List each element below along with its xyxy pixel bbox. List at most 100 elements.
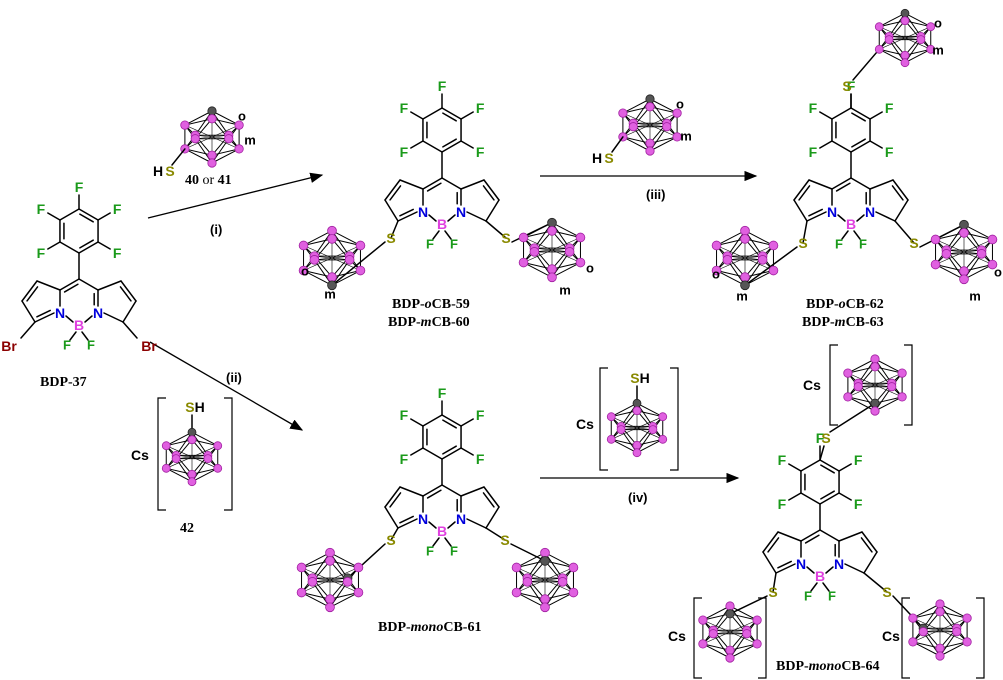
cage-vertex-label-o: o bbox=[994, 265, 1002, 280]
hydrogen-atom: H bbox=[153, 163, 163, 179]
boron-atom: B bbox=[437, 216, 447, 232]
sulfur-atom: S bbox=[386, 532, 395, 548]
sh-label: SH bbox=[630, 370, 649, 386]
bdp61-cage-left bbox=[296, 547, 364, 613]
fluorine-atom: F bbox=[835, 237, 843, 252]
fluorine-atom: F bbox=[847, 78, 856, 94]
nitrogen-atom: N bbox=[456, 511, 466, 527]
bdp62-cage-left-link: S bbox=[744, 220, 808, 287]
bdp62-para-link: S bbox=[842, 48, 881, 109]
nitrogen-atom: N bbox=[827, 204, 837, 220]
bdp64-para-link: S bbox=[819, 402, 876, 461]
compound-label-bdp59: BDP-oCB-59 bbox=[392, 297, 470, 312]
cage-vertex-label-m: m bbox=[559, 283, 571, 298]
reagent-40-41-label: 40 or 41 bbox=[185, 173, 232, 188]
reagent-iv-cage bbox=[606, 398, 668, 458]
nitrogen-atom: N bbox=[796, 556, 806, 572]
nitrogen-atom: N bbox=[55, 305, 65, 321]
fluorine-atom: F bbox=[854, 496, 863, 512]
boron-atom: B bbox=[815, 568, 825, 584]
fluorine-atom: F bbox=[450, 237, 458, 252]
fluorine-atom: F bbox=[400, 451, 409, 467]
fluorine-atom: F bbox=[400, 407, 409, 423]
fluorine-atom: F bbox=[438, 385, 447, 401]
fluorine-atom: F bbox=[778, 496, 787, 512]
cesium-label: Cs bbox=[576, 416, 594, 432]
fluorine-atom: F bbox=[450, 544, 458, 559]
fluorine-atom: F bbox=[426, 544, 434, 559]
boron-atom: B bbox=[437, 523, 447, 539]
nitrogen-atom: N bbox=[418, 204, 428, 220]
sulfur-atom: S bbox=[768, 584, 777, 600]
condition-iv: (iv) bbox=[628, 490, 648, 505]
bdp62-cage-right: om bbox=[930, 219, 1002, 304]
reagent-42-cage bbox=[161, 427, 223, 487]
bdp64-cage-right bbox=[908, 599, 972, 661]
condition-ii: (ii) bbox=[226, 370, 242, 385]
cage-vertex-label-o: o bbox=[238, 109, 246, 124]
sulfur-atom: S bbox=[386, 230, 395, 246]
cage-vertex-label-m: m bbox=[244, 133, 256, 148]
boron-atom: B bbox=[74, 317, 84, 333]
arrow-ii bbox=[149, 341, 304, 431]
cage-vertex-label-o: o bbox=[586, 261, 594, 276]
cage-vertex-label-o: o bbox=[676, 97, 684, 112]
fluorine-atom: F bbox=[885, 144, 894, 160]
bdp64-cage-left-link: S bbox=[729, 572, 778, 615]
bdp62-cage-right-link: S bbox=[894, 220, 965, 251]
reagent-42-label: 42 bbox=[180, 521, 194, 536]
bromine-atom: Br bbox=[141, 338, 157, 354]
cage-vertex-label-m: m bbox=[324, 287, 336, 302]
cesium-label: Cs bbox=[131, 447, 149, 463]
fluorine-atom: F bbox=[854, 452, 863, 468]
cage-vertex-label-o: o bbox=[712, 267, 720, 282]
compound-label-bdp61: BDP-monoCB-61 bbox=[378, 620, 481, 635]
cage-vertex-label-m: m bbox=[736, 289, 748, 304]
bromine-atom: Br bbox=[1, 338, 17, 354]
bdp59-cage-left-link: S bbox=[331, 220, 399, 287]
fluorine-atom: F bbox=[87, 338, 95, 353]
sh-label: SH bbox=[185, 399, 204, 415]
nitrogen-atom: N bbox=[834, 556, 844, 572]
boron-atom: B bbox=[846, 216, 856, 232]
nitrogen-atom: N bbox=[93, 305, 103, 321]
nitrogen-atom: N bbox=[865, 204, 875, 220]
cesium-label: Cs bbox=[882, 628, 900, 644]
compound-label-bdp62: BDP-oCB-62 bbox=[806, 297, 884, 312]
bdp59-cage-left: om bbox=[298, 225, 366, 302]
sulfur-atom: S bbox=[501, 230, 510, 246]
reagent-iii-cage: om bbox=[618, 94, 692, 156]
bdp37-br: Br Br bbox=[1, 321, 157, 354]
bdp59-cage-right: om bbox=[518, 217, 594, 298]
fluorine-atom: F bbox=[804, 589, 812, 604]
cage-vertex-label-m: m bbox=[932, 43, 944, 58]
fluorine-atom: F bbox=[438, 78, 447, 94]
fluorine-atom: F bbox=[75, 179, 84, 195]
compound-label-bdp60: BDP-mCB-60 bbox=[388, 315, 470, 330]
fluorine-atom: F bbox=[809, 100, 818, 116]
fluorine-atom: F bbox=[816, 430, 825, 446]
compound-label-bdp63: BDP-mCB-63 bbox=[802, 315, 884, 330]
bdp64-cage-left bbox=[698, 601, 762, 663]
reagent-iv-bracket: Cs SH bbox=[576, 367, 679, 471]
nitrogen-atom: N bbox=[456, 204, 466, 220]
cage-vertex-label-o: o bbox=[934, 16, 942, 31]
fluorine-atom: F bbox=[476, 451, 485, 467]
reagent-42-bracket: Cs SH bbox=[131, 397, 233, 511]
bdp64-cage-top bbox=[843, 354, 907, 416]
fluorine-atom: F bbox=[885, 100, 894, 116]
compound-label-bdp64: BDP-monoCB-64 bbox=[776, 659, 879, 674]
cage-vertex-label-m: m bbox=[969, 289, 981, 304]
nitrogen-atom: N bbox=[418, 511, 428, 527]
fluorine-atom: F bbox=[476, 144, 485, 160]
